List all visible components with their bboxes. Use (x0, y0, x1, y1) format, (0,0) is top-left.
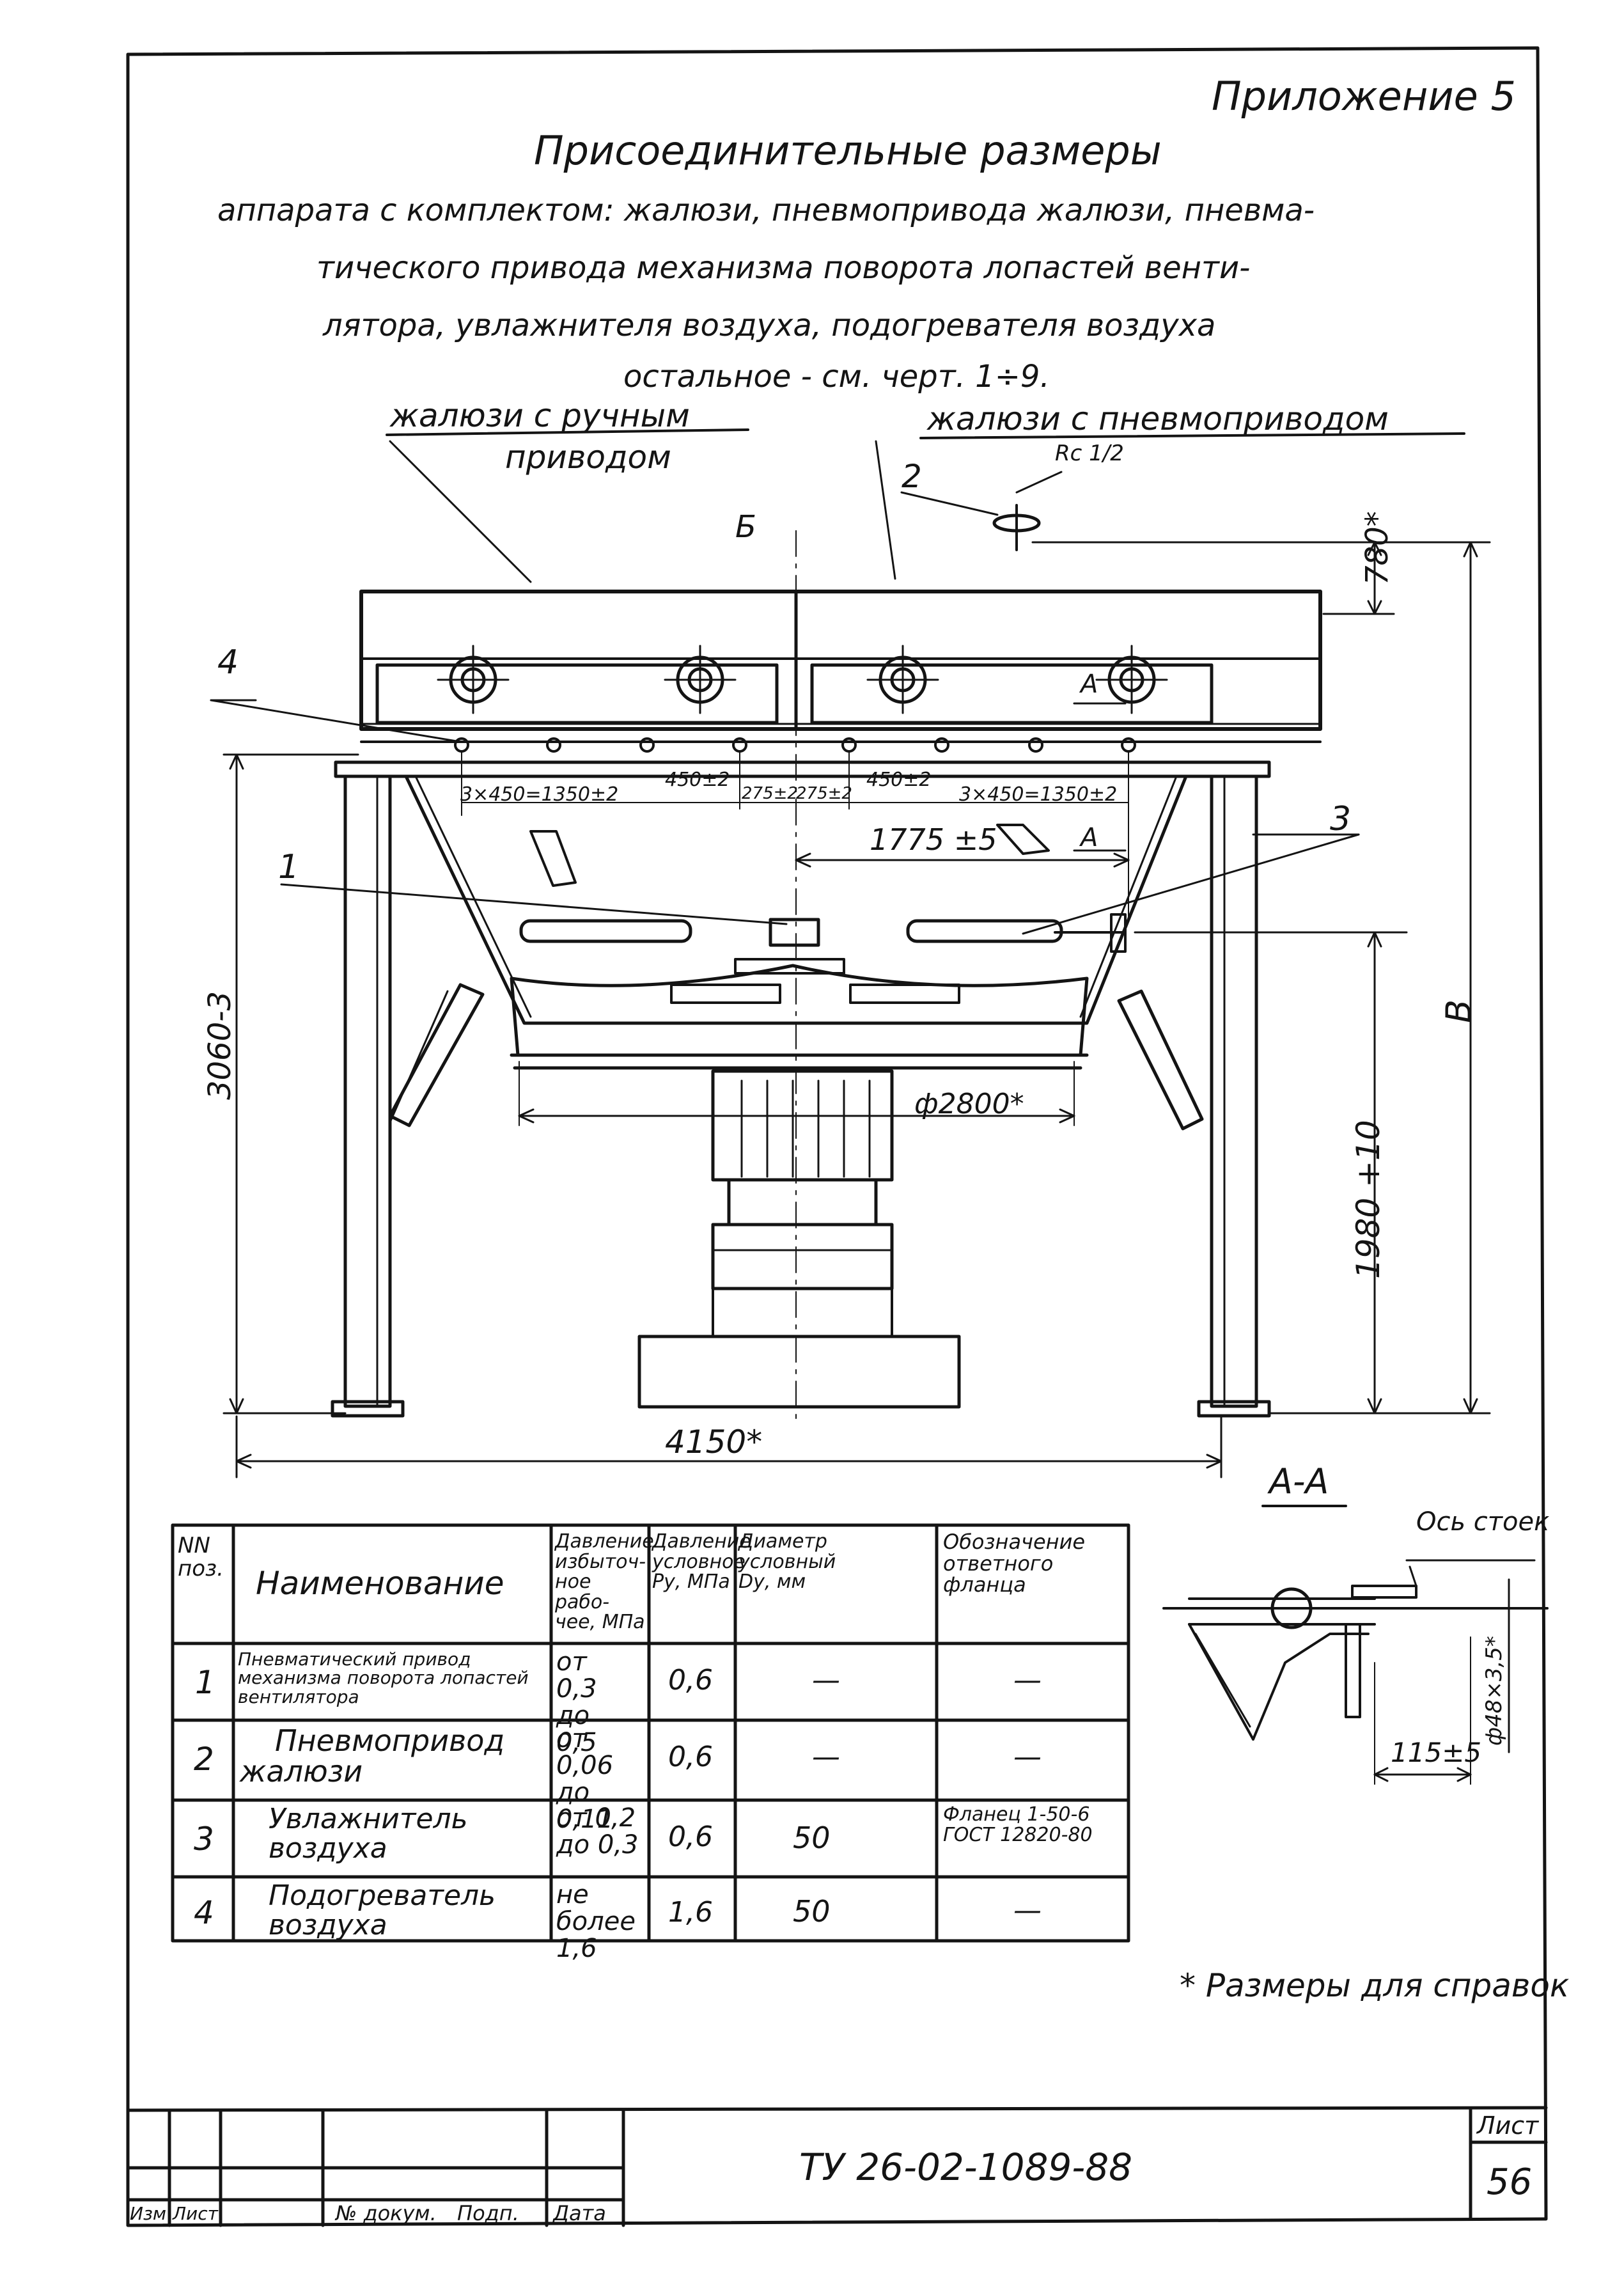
row2-pos: 2 (194, 1741, 214, 1778)
col-sign: Подп. (457, 2201, 519, 2225)
th-pressure-nominal: Давление условное Ру, МПа (652, 1530, 751, 1593)
row4-pw: не более 1,6 (556, 1880, 636, 1963)
th-diameter: Диаметр условный Dу, мм (738, 1530, 836, 1593)
col-doc: № докум. (336, 2201, 437, 2225)
row2-dn: — (812, 1741, 840, 1773)
row4-flange: — (1013, 1894, 1042, 1927)
callout-3: 3 (1330, 800, 1352, 838)
doc-number: ТУ 26-02-1089-88 (799, 2145, 1133, 2189)
row4-name: Подогреватель воздуха (269, 1879, 496, 1942)
thread-label: Rc 1/2 (1055, 441, 1124, 466)
col-date: Дата (553, 2201, 606, 2225)
row3-name: Увлажнитель воздуха (269, 1803, 468, 1865)
row4-pos: 4 (194, 1894, 214, 1931)
label-manual-louvre-2: приводом (505, 439, 671, 476)
subtitle-line-3: лятора, увлажнителя воздуха, подогревате… (323, 308, 1216, 343)
row1-dn: — (812, 1664, 840, 1697)
dim-4150: 4150* (665, 1423, 763, 1461)
label-pneumatic-louvre: жалюзи с пневмоприводом (927, 400, 1389, 437)
callout-1: 1 (278, 848, 300, 886)
section-axis-label: Ось стоек (1416, 1507, 1550, 1537)
row1-name: Пневматический привод механизма поворота… (238, 1649, 529, 1707)
sheet-number: 56 (1487, 2161, 1533, 2203)
dim-B: В (1439, 999, 1479, 1023)
footnote: * Размеры для справок (1180, 1967, 1570, 2004)
row1-pw: от 0,3 до 0,5 (556, 1647, 597, 1757)
dim-115: 115±5 (1391, 1737, 1482, 1768)
section-aa-title: А-А (1269, 1461, 1329, 1501)
section-mark-b: Б (735, 509, 756, 545)
dim-3060: 3060-3 (202, 991, 238, 1100)
subtitle-line-1: аппарата с комплектом: жалюзи, пневмопри… (217, 192, 1315, 228)
dim-left-pitch: 3×450=1350±2 (460, 783, 619, 806)
row3-dn: 50 (793, 1821, 831, 1855)
dim-1980: 1980 +10 (1350, 1120, 1387, 1279)
th-name: Наименование (256, 1565, 504, 1602)
row2-flange: — (1013, 1741, 1042, 1773)
subtitle-line-2: тического привода механизма поворота лоп… (316, 250, 1251, 286)
row3-flange: Фланец 1-50-6 ГОСТ 12820-80 (943, 1803, 1093, 1846)
row4-pn: 1,6 (668, 1896, 713, 1929)
row2-pw: от 0,06 до 0,11 (556, 1724, 614, 1834)
dim-pipe: ф48×3,5* (1481, 1636, 1507, 1746)
row1-flange: — (1013, 1664, 1042, 1697)
row3-pn: 0,6 (668, 1821, 713, 1853)
th-pos: NN поз. (178, 1533, 224, 1581)
page-title: Присоединительные размеры (534, 127, 1162, 174)
page-frame (126, 46, 1548, 2227)
section-mark-a-bottom: А (1081, 823, 1098, 852)
dim-2800: ф2800* (914, 1088, 1024, 1120)
section-mark-a-top: А (1081, 670, 1098, 699)
dim-right-pitch: 3×450=1350±2 (959, 783, 1118, 806)
row1-pn: 0,6 (668, 1664, 713, 1697)
th-pressure-work: Давление избыточ-ное рабо-чее, МПа (555, 1530, 654, 1633)
callout-4: 4 (217, 643, 239, 682)
appendix-label: Приложение 5 (1212, 73, 1516, 120)
row3-pos: 3 (194, 1821, 214, 1858)
callout-2: 2 (902, 458, 922, 495)
row2-pn: 0,6 (668, 1741, 713, 1773)
dim-450-left: 450±2 (665, 769, 730, 791)
row3-pw: от 0,2 до 0,3 (556, 1803, 639, 1860)
col-izm: Изм (130, 2203, 166, 2224)
th-flange: Обозначение ответного фланца (943, 1530, 1086, 1597)
label-manual-louvre: жалюзи с ручным (390, 397, 690, 434)
dim-275-left: 275±2 (742, 784, 798, 803)
row2-name: Пневмопривод жалюзи (240, 1723, 505, 1789)
dim-275-right: 275±2 (796, 784, 852, 803)
row4-dn: 50 (793, 1894, 831, 1929)
dim-450-right: 450±2 (866, 769, 932, 791)
col-list: Лист (173, 2203, 218, 2224)
row1-pos: 1 (195, 1664, 215, 1701)
subtitle-line-4: остальное - см. черт. 1÷9. (623, 359, 1050, 395)
sheet-label: Лист (1477, 2112, 1539, 2140)
dim-780: 780* (1359, 511, 1395, 585)
dim-1775: 1775 ±5 (870, 822, 997, 857)
